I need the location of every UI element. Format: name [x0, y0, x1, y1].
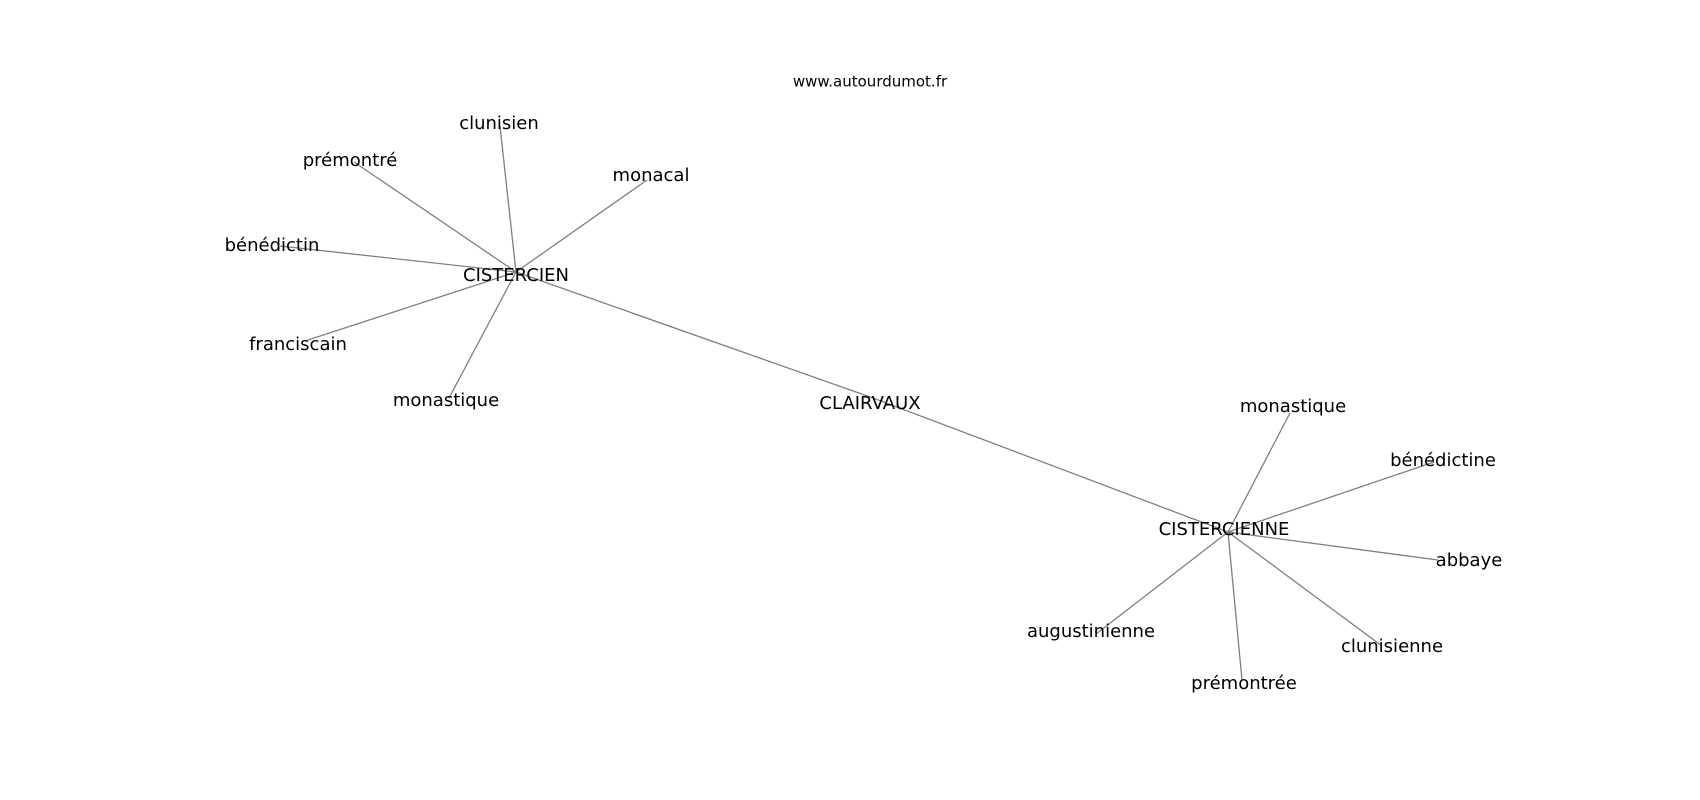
node-benedictin[interactable]: bénédictin — [225, 235, 320, 256]
edge-clairvaux-cistercienne — [872, 397, 1229, 533]
edge-cistercienne-abbaye — [1227, 531, 1439, 561]
edge-cistercienne-augustinienne — [1095, 531, 1229, 635]
node-monacal[interactable]: monacal — [613, 165, 690, 186]
word-labels: CLAIRVAUX CISTERCIEN CISTERCIENNE clunisien… — [225, 113, 1503, 694]
edge-cistercien-monacal — [515, 179, 648, 273]
node-monastique-m[interactable]: monastique — [393, 390, 499, 411]
node-premontre[interactable]: prémontré — [303, 150, 398, 171]
edges — [279, 125, 1439, 681]
node-premontree[interactable]: prémontrée — [1191, 673, 1297, 694]
node-abbaye[interactable]: abbaye — [1436, 550, 1503, 571]
edge-cistercien-clairvaux — [515, 271, 874, 399]
node-franciscain[interactable]: franciscain — [249, 334, 347, 355]
edge-cistercienne-benedictine — [1227, 461, 1435, 533]
node-cistercien[interactable]: CISTERCIEN — [463, 265, 569, 286]
edge-cistercien-premontre — [353, 161, 517, 273]
node-clairvaux[interactable]: CLAIRVAUX — [819, 393, 920, 414]
edge-cistercien-franciscain — [307, 271, 517, 341]
node-clunisien[interactable]: clunisien — [459, 113, 539, 134]
edge-cistercienne-clunisienne — [1227, 531, 1383, 647]
edge-cistercienne-monastique_f — [1227, 412, 1291, 533]
node-clunisienne[interactable]: clunisienne — [1341, 636, 1443, 657]
node-monastique-f[interactable]: monastique — [1240, 396, 1346, 417]
edge-cistercien-clunisien — [499, 125, 517, 273]
edge-cistercien-benedictin — [279, 245, 517, 273]
node-cistercienne[interactable]: CISTERCIENNE — [1159, 519, 1290, 540]
node-augustinienne[interactable]: augustinienne — [1027, 621, 1155, 642]
node-benedictine[interactable]: bénédictine — [1390, 450, 1496, 471]
edge-cistercien-monastique_m — [448, 271, 517, 399]
edge-cistercienne-premontree — [1227, 531, 1243, 681]
site-watermark: www.autourdumot.fr — [793, 73, 948, 91]
